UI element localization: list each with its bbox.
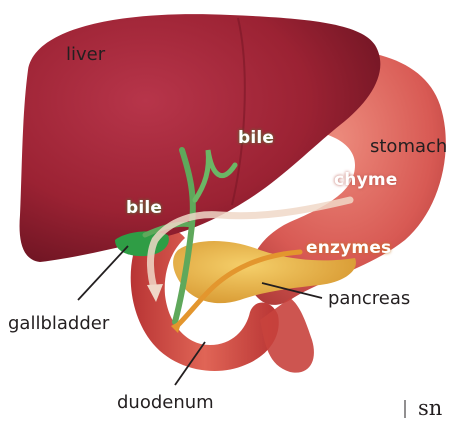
enzymes-label: enzymes: [306, 238, 391, 258]
stomach-label: stomach: [370, 136, 447, 157]
chyme-label: chyme: [334, 170, 398, 190]
bile-label-left: bile: [126, 198, 162, 218]
pancreas-label: pancreas: [328, 288, 410, 309]
gallbladder-label: gallbladder: [8, 313, 109, 334]
cut-off-text: sn: [418, 396, 442, 420]
duodenum-label: duodenum: [117, 392, 214, 413]
liver-label: liver: [66, 44, 105, 65]
bile-label-upper: bile: [238, 128, 274, 148]
